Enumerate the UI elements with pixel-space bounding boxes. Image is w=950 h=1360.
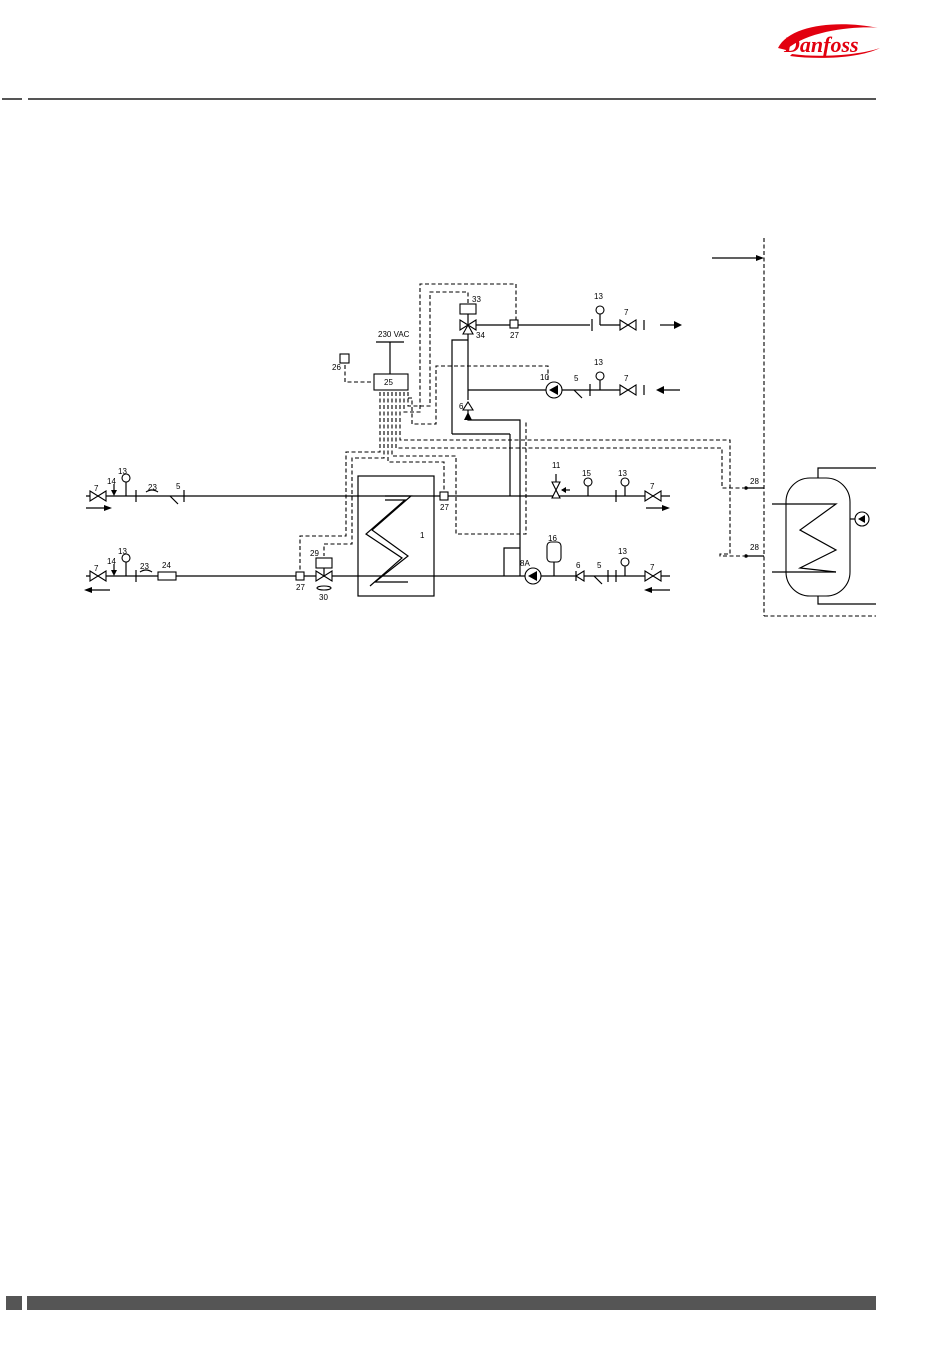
label-34: 34 — [476, 331, 485, 340]
label-11: 11 — [552, 461, 561, 470]
secondary-circuit — [452, 340, 670, 593]
footer-bar — [27, 1296, 876, 1310]
label-8a: 8A — [520, 559, 530, 568]
label-15: 15 — [582, 469, 591, 478]
label-23-bottom: 23 — [140, 562, 149, 571]
controller — [340, 342, 408, 390]
label-16: 16 — [548, 534, 557, 543]
label-7-left-top: 7 — [94, 484, 99, 493]
storage-tank — [772, 468, 876, 604]
footer-block — [6, 1296, 22, 1310]
label-28-top: 28 — [750, 477, 759, 486]
label-5-left-top: 5 — [176, 482, 181, 491]
label-14-bottom: 14 — [107, 557, 116, 566]
label-27-top: 27 — [510, 331, 519, 340]
tank-return-line — [463, 372, 680, 420]
label-7-mid: 7 — [624, 374, 629, 383]
label-23-top: 23 — [148, 483, 157, 492]
label-33: 33 — [472, 295, 481, 304]
label-24: 24 — [162, 561, 171, 570]
label-7-right-bottom: 7 — [650, 563, 655, 572]
label-25: 25 — [384, 378, 393, 387]
label-13-right-top: 13 — [618, 469, 627, 478]
label-30: 30 — [319, 593, 328, 602]
label-13-left-bottom: 13 — [118, 547, 127, 556]
label-13-left-top: 13 — [118, 467, 127, 476]
label-7-right-top: 7 — [650, 482, 655, 491]
heat-exchanger: 1 — [358, 476, 434, 596]
label-5-mid: 5 — [574, 374, 579, 383]
label-10: 10 — [540, 373, 549, 382]
label-7-left-bottom: 7 — [94, 564, 99, 573]
label-5-bottom: 5 — [597, 561, 602, 570]
component-labels: 230 VAC 25 26 33 34 27 13 7 10 5 13 7 6 … — [94, 292, 759, 602]
primary-supply-line — [86, 474, 670, 511]
label-13-right-bottom: 13 — [618, 547, 627, 556]
label-13-mid: 13 — [594, 358, 603, 367]
tank-supply-line — [460, 304, 682, 400]
label-6-mid: 6 — [459, 402, 464, 411]
label-6-bottom: 6 — [576, 561, 581, 570]
signal-wiring — [300, 284, 764, 572]
label-7-top: 7 — [624, 308, 629, 317]
label-29: 29 — [310, 549, 319, 558]
label-13-top: 13 — [594, 292, 603, 301]
label-14-top: 14 — [107, 477, 116, 486]
label-27-bottom: 27 — [296, 583, 305, 592]
label-1: 1 — [420, 531, 425, 540]
label-26: 26 — [332, 363, 341, 372]
label-27-he: 27 — [440, 503, 449, 512]
label-28-bottom: 28 — [750, 543, 759, 552]
voltage-label: 230 VAC — [378, 330, 410, 339]
